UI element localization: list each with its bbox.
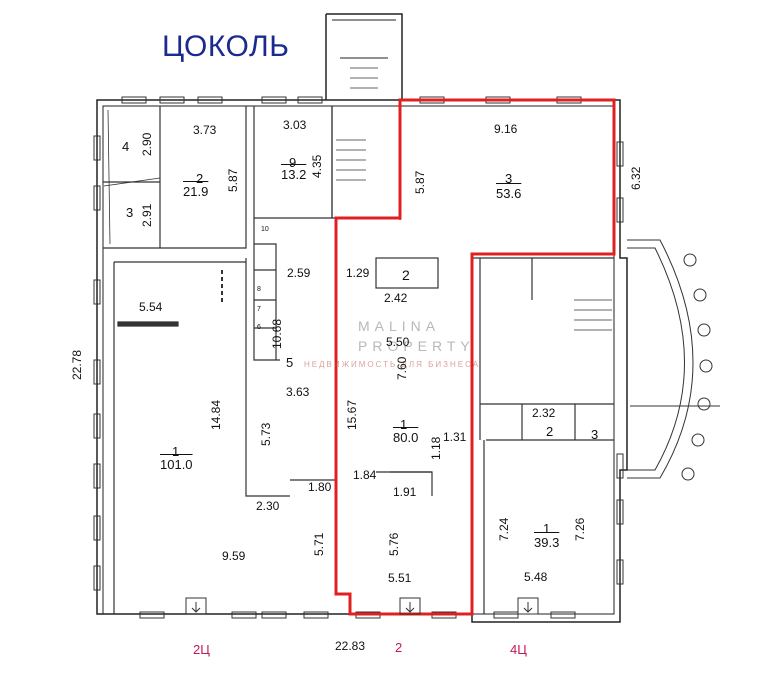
room-1-left-number: 1 [172, 444, 180, 459]
dim-6-32: 6.32 [629, 166, 643, 190]
room-1-center-area: 80.0 [393, 430, 419, 445]
watermark-line2: PROPERTY [358, 338, 475, 354]
dim-2-59: 2.59 [287, 266, 311, 280]
dim-7-26: 7.26 [573, 517, 587, 541]
dim-2-32: 2.32 [532, 406, 556, 420]
entrance-markers [185, 597, 539, 615]
dim-3-03: 3.03 [283, 118, 307, 132]
dim-10-68: 10.68 [270, 318, 284, 349]
entrance-2: 2 [395, 640, 403, 655]
dim-15-67: 15.67 [345, 399, 359, 430]
watermark-line1: MALINA [358, 318, 441, 334]
room-9-area: 13.2 [281, 167, 307, 182]
room-5-number: 5 [286, 355, 294, 370]
room-3-small-number: 3 [126, 205, 134, 220]
room-3-big-area: 53.6 [496, 186, 522, 201]
dim-1-80: 1.80 [308, 480, 332, 494]
dim-5-51: 5.51 [388, 571, 412, 585]
room-1-left-area: 101.0 [160, 457, 193, 472]
room-7-number: 7 [257, 306, 261, 313]
entrance-4ts: 4Ц [510, 642, 527, 657]
dim-5-73: 5.73 [259, 422, 273, 446]
dim-9-16: 9.16 [494, 122, 518, 136]
room-4-number: 4 [122, 139, 130, 154]
room-3-right-number: 3 [591, 427, 599, 442]
room-2-top-number: 2 [196, 171, 204, 186]
dim-3-63: 3.63 [286, 385, 310, 399]
dim-5-50: 5.50 [386, 335, 410, 349]
dim-9-59: 9.59 [222, 549, 246, 563]
outer-walls [96, 13, 628, 623]
dim-7-60: 7.60 [395, 356, 409, 380]
room-2-top-area: 21.9 [183, 184, 209, 199]
dim-1-84: 1.84 [353, 468, 377, 482]
dim-7-24: 7.24 [497, 517, 511, 541]
dim-5-87-right: 5.87 [413, 170, 427, 194]
dim-5-48: 5.48 [524, 570, 548, 584]
floor-title: ЦОКОЛЬ [162, 30, 290, 63]
room-9-number: 9 [289, 155, 297, 170]
dim-3-73: 3.73 [193, 123, 217, 137]
dim-5-71: 5.71 [312, 532, 326, 556]
windows [93, 96, 624, 619]
dim-5-76: 5.76 [387, 532, 401, 556]
dim-2-90: 2.90 [140, 132, 154, 156]
dim-2-42: 2.42 [384, 291, 408, 305]
room-10-number: 10 [261, 226, 269, 233]
dim-1-91: 1.91 [393, 485, 417, 499]
dim-2-91: 2.91 [140, 203, 154, 227]
room-1-right-area: 39.3 [534, 535, 560, 550]
dim-1-29: 1.29 [346, 266, 370, 280]
highlighted-premises [334, 98, 616, 616]
bay-window [627, 239, 720, 481]
dim-5-87-left: 5.87 [226, 168, 240, 192]
dim-14-84: 14.84 [209, 399, 223, 430]
dim-5-54: 5.54 [139, 300, 163, 314]
dim-22-78: 22.78 [70, 349, 84, 380]
room-6-number: 6 [257, 324, 261, 331]
dim-2-30: 2.30 [256, 499, 280, 513]
room-1-center-number: 1 [400, 417, 408, 432]
watermark-tagline: НЕДВИЖИМОСТЬ ДЛЯ БИЗНЕСА [304, 360, 481, 369]
interior-walls [103, 67, 614, 614]
room-2-center-number: 2 [402, 267, 410, 283]
room-2-right-number: 2 [546, 424, 554, 439]
dim-1-31: 1.31 [443, 430, 467, 444]
dim-22-83: 22.83 [335, 639, 366, 653]
room-3-big-number: 3 [505, 171, 513, 186]
entrance-2ts: 2Ц [193, 642, 210, 657]
room-8-number: 8 [257, 286, 261, 293]
room-1-right-number: 1 [543, 521, 551, 536]
dim-4-35: 4.35 [310, 154, 324, 178]
dim-1-18: 1.18 [429, 436, 443, 460]
